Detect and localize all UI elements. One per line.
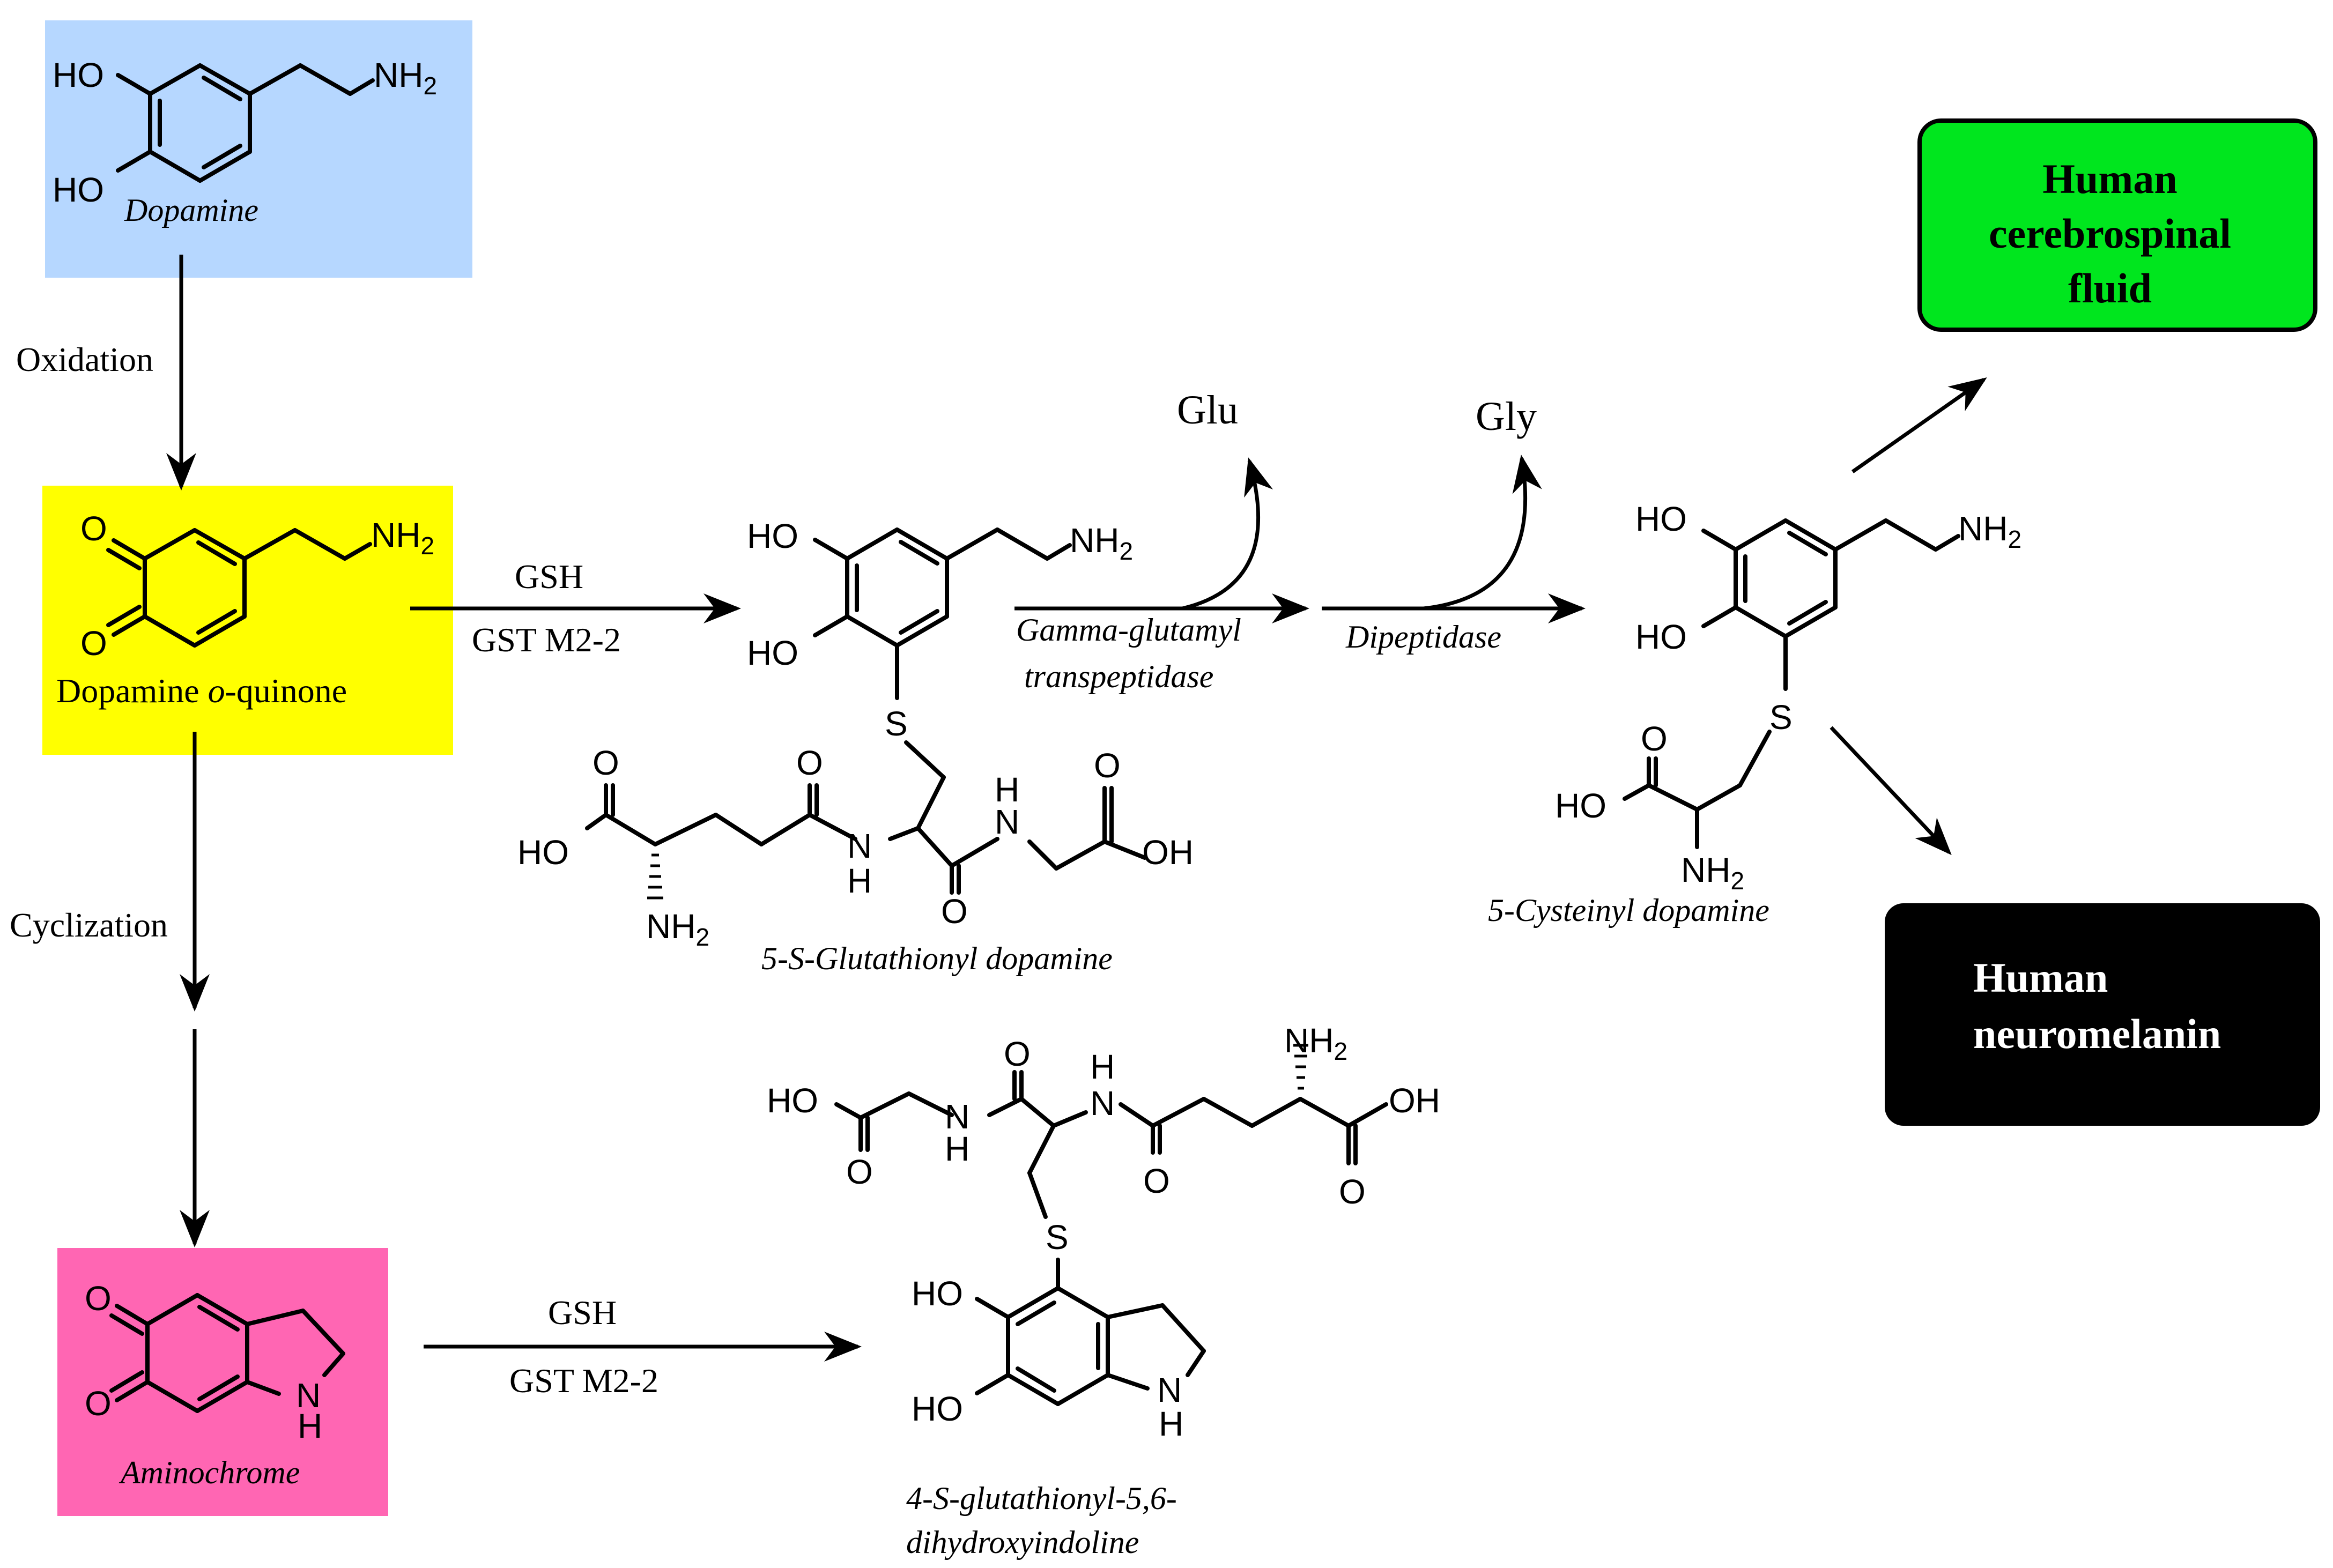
neuromelanin-arrow <box>1830 726 1952 856</box>
ggt-label-1: Gamma-glutamyl <box>1016 612 1241 648</box>
dhi-o-3: O <box>1143 1162 1170 1200</box>
gly-label: Gly <box>1476 394 1537 439</box>
gly-release-arrow <box>1423 455 1542 611</box>
dhi-h-3: H <box>1159 1404 1183 1443</box>
cd-s: S <box>1769 698 1793 737</box>
cd-o: O <box>1641 719 1668 758</box>
quinone-o-1: O <box>80 509 107 548</box>
gsd-h-1: H <box>847 861 872 900</box>
glu-label: Glu <box>1177 388 1238 433</box>
quinone-caption: Dopamine o-quinone <box>56 672 347 710</box>
aminochrome-box <box>57 1248 388 1516</box>
glu-release-arrow <box>1182 457 1273 611</box>
cysteinyl-dopamine-structure: HO HO NH2 S O HO NH2 5-Cysteinyl dopamin… <box>1488 500 2021 928</box>
cd-caption: 5-Cysteinyl dopamine <box>1488 893 1769 928</box>
gst-bottom-label: GST M2-2 <box>509 1362 658 1400</box>
quinone-o-2: O <box>80 624 107 663</box>
neuromelanin-line-1: Human <box>1973 954 2108 1001</box>
csf-line-3: fluid <box>2068 265 2152 311</box>
gsd-o-4: O <box>941 892 968 931</box>
gsd-o-1: O <box>592 744 619 782</box>
dhi-ho-1: HO <box>767 1081 818 1120</box>
aminochrome-structure: O O N H Aminochrome <box>85 1279 345 1490</box>
cd-ho-3: HO <box>1555 786 1606 825</box>
dopamine-ho-2: HO <box>53 170 104 209</box>
gsd-o-2: O <box>796 744 823 782</box>
gst-top-label: GST M2-2 <box>472 621 621 659</box>
gsh-bottom-label: GSH <box>548 1294 617 1332</box>
aminochrome-o-2: O <box>85 1384 112 1423</box>
gsd-h-2: H <box>995 770 1019 809</box>
gsd-n-1: N <box>847 827 872 865</box>
dhi-h-2: H <box>1090 1047 1115 1086</box>
dopamine-caption: Dopamine <box>124 192 258 228</box>
quinone-structure: O O NH2 Dopamine o-quinone <box>56 509 434 710</box>
gsd-caption: 5-S-Glutathionyl dopamine <box>761 941 1113 976</box>
gsd-ho-3: HO <box>517 833 569 872</box>
dhi-s: S <box>1046 1218 1069 1257</box>
gsd-n-2: N <box>995 802 1019 841</box>
dhi-o-4: O <box>1339 1172 1366 1211</box>
aminochrome-o-1: O <box>85 1279 112 1318</box>
csf-line-2: cerebrospinal <box>1989 210 2231 257</box>
dhi-n-2: N <box>1090 1084 1115 1123</box>
dopamine-structure: HO HO NH2 Dopamine <box>53 56 437 228</box>
dhi-o-1: O <box>846 1153 873 1191</box>
dopamine-ho-1: HO <box>53 56 104 94</box>
oxidation-label: Oxidation <box>16 340 153 378</box>
dhi-oh: OH <box>1389 1081 1440 1120</box>
glutathionyl-dopamine-structure: HO HO NH2 S O O O O HO OH N H N H NH2 5-… <box>517 517 1194 976</box>
gsd-nh2: NH2 <box>1070 521 1133 565</box>
gsd-nh2-2: NH2 <box>646 907 709 951</box>
dhi-caption-1: 4-S-glutathionyl-5,6- <box>906 1481 1177 1516</box>
dhi-n-3: N <box>1157 1371 1182 1409</box>
dipeptidase-label: Dipeptidase <box>1345 619 1501 655</box>
aminochrome-n: N <box>296 1376 321 1415</box>
cd-ho-2: HO <box>1635 618 1687 656</box>
dopamine-nh2: NH2 <box>374 56 437 100</box>
cyclization-label: Cyclization <box>10 906 168 944</box>
gsh-top-label: GSH <box>515 558 583 596</box>
cd-ho-1: HO <box>1635 500 1687 538</box>
dhi-nh2: NH2 <box>1284 1021 1347 1065</box>
dhi-ho-2: HO <box>912 1274 963 1313</box>
dihydroxyindoline-structure: HO O O O O N H N H NH2 OH S HO HO N H 4-… <box>767 1021 1440 1560</box>
gsd-ho-1: HO <box>747 517 798 555</box>
dhi-n-1: N <box>945 1097 969 1136</box>
aminochrome-caption: Aminochrome <box>118 1455 300 1490</box>
gsd-oh: OH <box>1142 833 1194 872</box>
aminochrome-h: H <box>298 1407 322 1445</box>
csf-line-1: Human <box>2042 155 2177 202</box>
csf-arrow <box>1851 377 1987 473</box>
gsd-s: S <box>885 704 908 743</box>
neuromelanin-outcome-box: Human neuromelanin <box>1885 903 2320 1126</box>
dopamine-box <box>45 20 472 278</box>
csf-outcome-box: Human cerebrospinal fluid <box>1917 118 2317 332</box>
cd-nh2-2: NH2 <box>1681 851 1744 895</box>
gsd-o-3: O <box>1094 746 1121 785</box>
dhi-h-1: H <box>945 1129 969 1168</box>
cd-nh2: NH2 <box>1958 509 2021 553</box>
gsd-ho-2: HO <box>747 634 798 672</box>
ggt-label-2: transpeptidase <box>1024 659 1213 694</box>
dhi-caption-2: dihydroxyindoline <box>906 1525 1139 1560</box>
quinone-nh2: NH2 <box>371 516 434 560</box>
dhi-ho-3: HO <box>912 1389 963 1428</box>
neuromelanin-line-2: neuromelanin <box>1973 1010 2221 1057</box>
dhi-o-2: O <box>1004 1035 1031 1073</box>
quinone-box <box>42 486 453 755</box>
